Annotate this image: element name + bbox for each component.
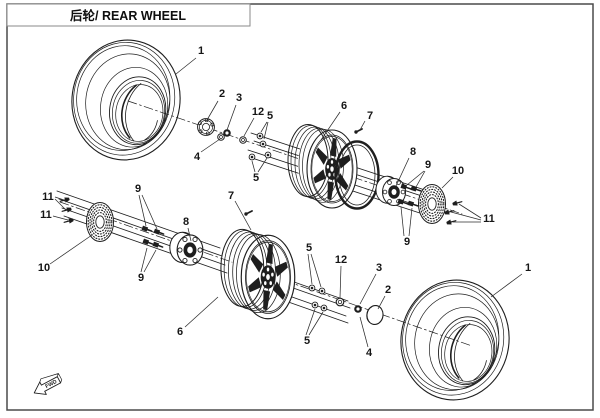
leader-line-9 [141, 194, 158, 230]
leader-line-10 [441, 176, 454, 189]
brake-disc-top [417, 183, 447, 225]
page-title: 后轮/ REAR WHEEL [70, 8, 186, 23]
tire-bottom [392, 272, 518, 408]
wheel-rim-bottom [220, 228, 296, 320]
callout-1: 1 [198, 45, 204, 57]
callout-5: 5 [267, 110, 273, 122]
lug-nuts-top [248, 132, 272, 161]
callout-8: 8 [410, 146, 416, 158]
callout-9: 9 [404, 236, 410, 248]
leader-line-5 [307, 253, 313, 285]
leader-line-12 [339, 265, 342, 299]
axle-nut-top [222, 128, 232, 138]
callout-7: 7 [228, 190, 234, 202]
leader-line-3 [226, 104, 237, 131]
leader-line-6 [184, 296, 219, 328]
title-block: 后轮/ REAR WHEEL [6, 3, 251, 27]
leader-line-11 [52, 215, 69, 221]
callout-9: 9 [138, 272, 144, 284]
leader-line-11 [450, 211, 482, 221]
leader-line-3 [359, 273, 377, 305]
fwd-label: FWD [44, 379, 58, 390]
callout-6: 6 [177, 326, 183, 338]
callout-10: 10 [452, 165, 464, 177]
leader-line-5 [263, 121, 269, 140]
leader-line-9 [408, 207, 413, 237]
leader-line-8 [187, 227, 192, 242]
callout-7: 7 [367, 110, 373, 122]
callout-11: 11 [42, 191, 54, 203]
callout-9: 9 [425, 159, 431, 171]
callout-1: 1 [525, 262, 531, 274]
callout-6: 6 [341, 100, 347, 112]
callout-5: 5 [253, 172, 259, 184]
leader-line-5 [310, 253, 322, 288]
callout-3: 3 [236, 92, 242, 104]
leader-line-8 [395, 157, 410, 187]
axle-nut-bottom [353, 304, 363, 314]
leader-line-5 [308, 311, 324, 336]
callout-4: 4 [366, 347, 373, 359]
leader-line-5 [251, 160, 256, 173]
leader-line-5 [260, 121, 268, 133]
washer12-bottom [335, 297, 345, 307]
leader-line-10 [49, 234, 93, 265]
drawing-border [6, 3, 594, 411]
leader-line-5 [257, 157, 268, 173]
hub-cap-top [197, 118, 215, 136]
leader-line-11 [54, 196, 65, 201]
hub-cap-bottom [366, 304, 384, 326]
washer12-top [239, 136, 247, 144]
leader-line-2 [206, 100, 219, 121]
leader-line-9 [143, 249, 157, 273]
bead-ring-top [334, 140, 380, 210]
leader-line-7 [359, 120, 366, 131]
leader-line-11 [458, 203, 482, 219]
leader-line-6 [320, 111, 341, 141]
hub-bottom [169, 231, 204, 266]
leader-line-7 [234, 200, 252, 231]
leader-line-9 [406, 170, 425, 186]
leader-line-1 [175, 57, 197, 75]
callout-2: 2 [219, 88, 225, 100]
leader-line-11 [54, 198, 67, 211]
leader-line-4 [359, 316, 369, 348]
leader-line-1 [490, 273, 523, 298]
tire-top [63, 32, 189, 168]
leader-line-9 [415, 170, 426, 188]
callout-5: 5 [304, 335, 310, 347]
leader-line-2 [377, 295, 386, 310]
leader-line-4 [200, 138, 221, 153]
washer-top [217, 133, 225, 141]
callout-2: 2 [385, 284, 391, 296]
valve-bottom [243, 210, 253, 217]
callout-8: 8 [183, 216, 189, 228]
valve-top [353, 128, 363, 135]
title-box [6, 3, 251, 27]
callout-12: 12 [335, 254, 347, 266]
fwd-arrow: FWD [33, 373, 63, 395]
leader-line-9 [138, 194, 147, 227]
callout-9: 9 [135, 183, 141, 195]
callout-11: 11 [40, 209, 52, 221]
leader-line-9 [400, 206, 405, 237]
leader-line-5 [305, 308, 316, 336]
callout-3: 3 [376, 262, 382, 274]
callout-12: 12 [252, 106, 264, 118]
lug-nuts-bottom [308, 284, 328, 312]
callout-10: 10 [38, 262, 50, 274]
callout-11: 11 [483, 213, 495, 225]
leader-line-12 [243, 117, 255, 137]
disc-bolts-bottom [58, 195, 75, 226]
leader-line-9 [140, 247, 148, 273]
callout-4: 4 [194, 151, 201, 163]
callout-5: 5 [306, 242, 312, 254]
